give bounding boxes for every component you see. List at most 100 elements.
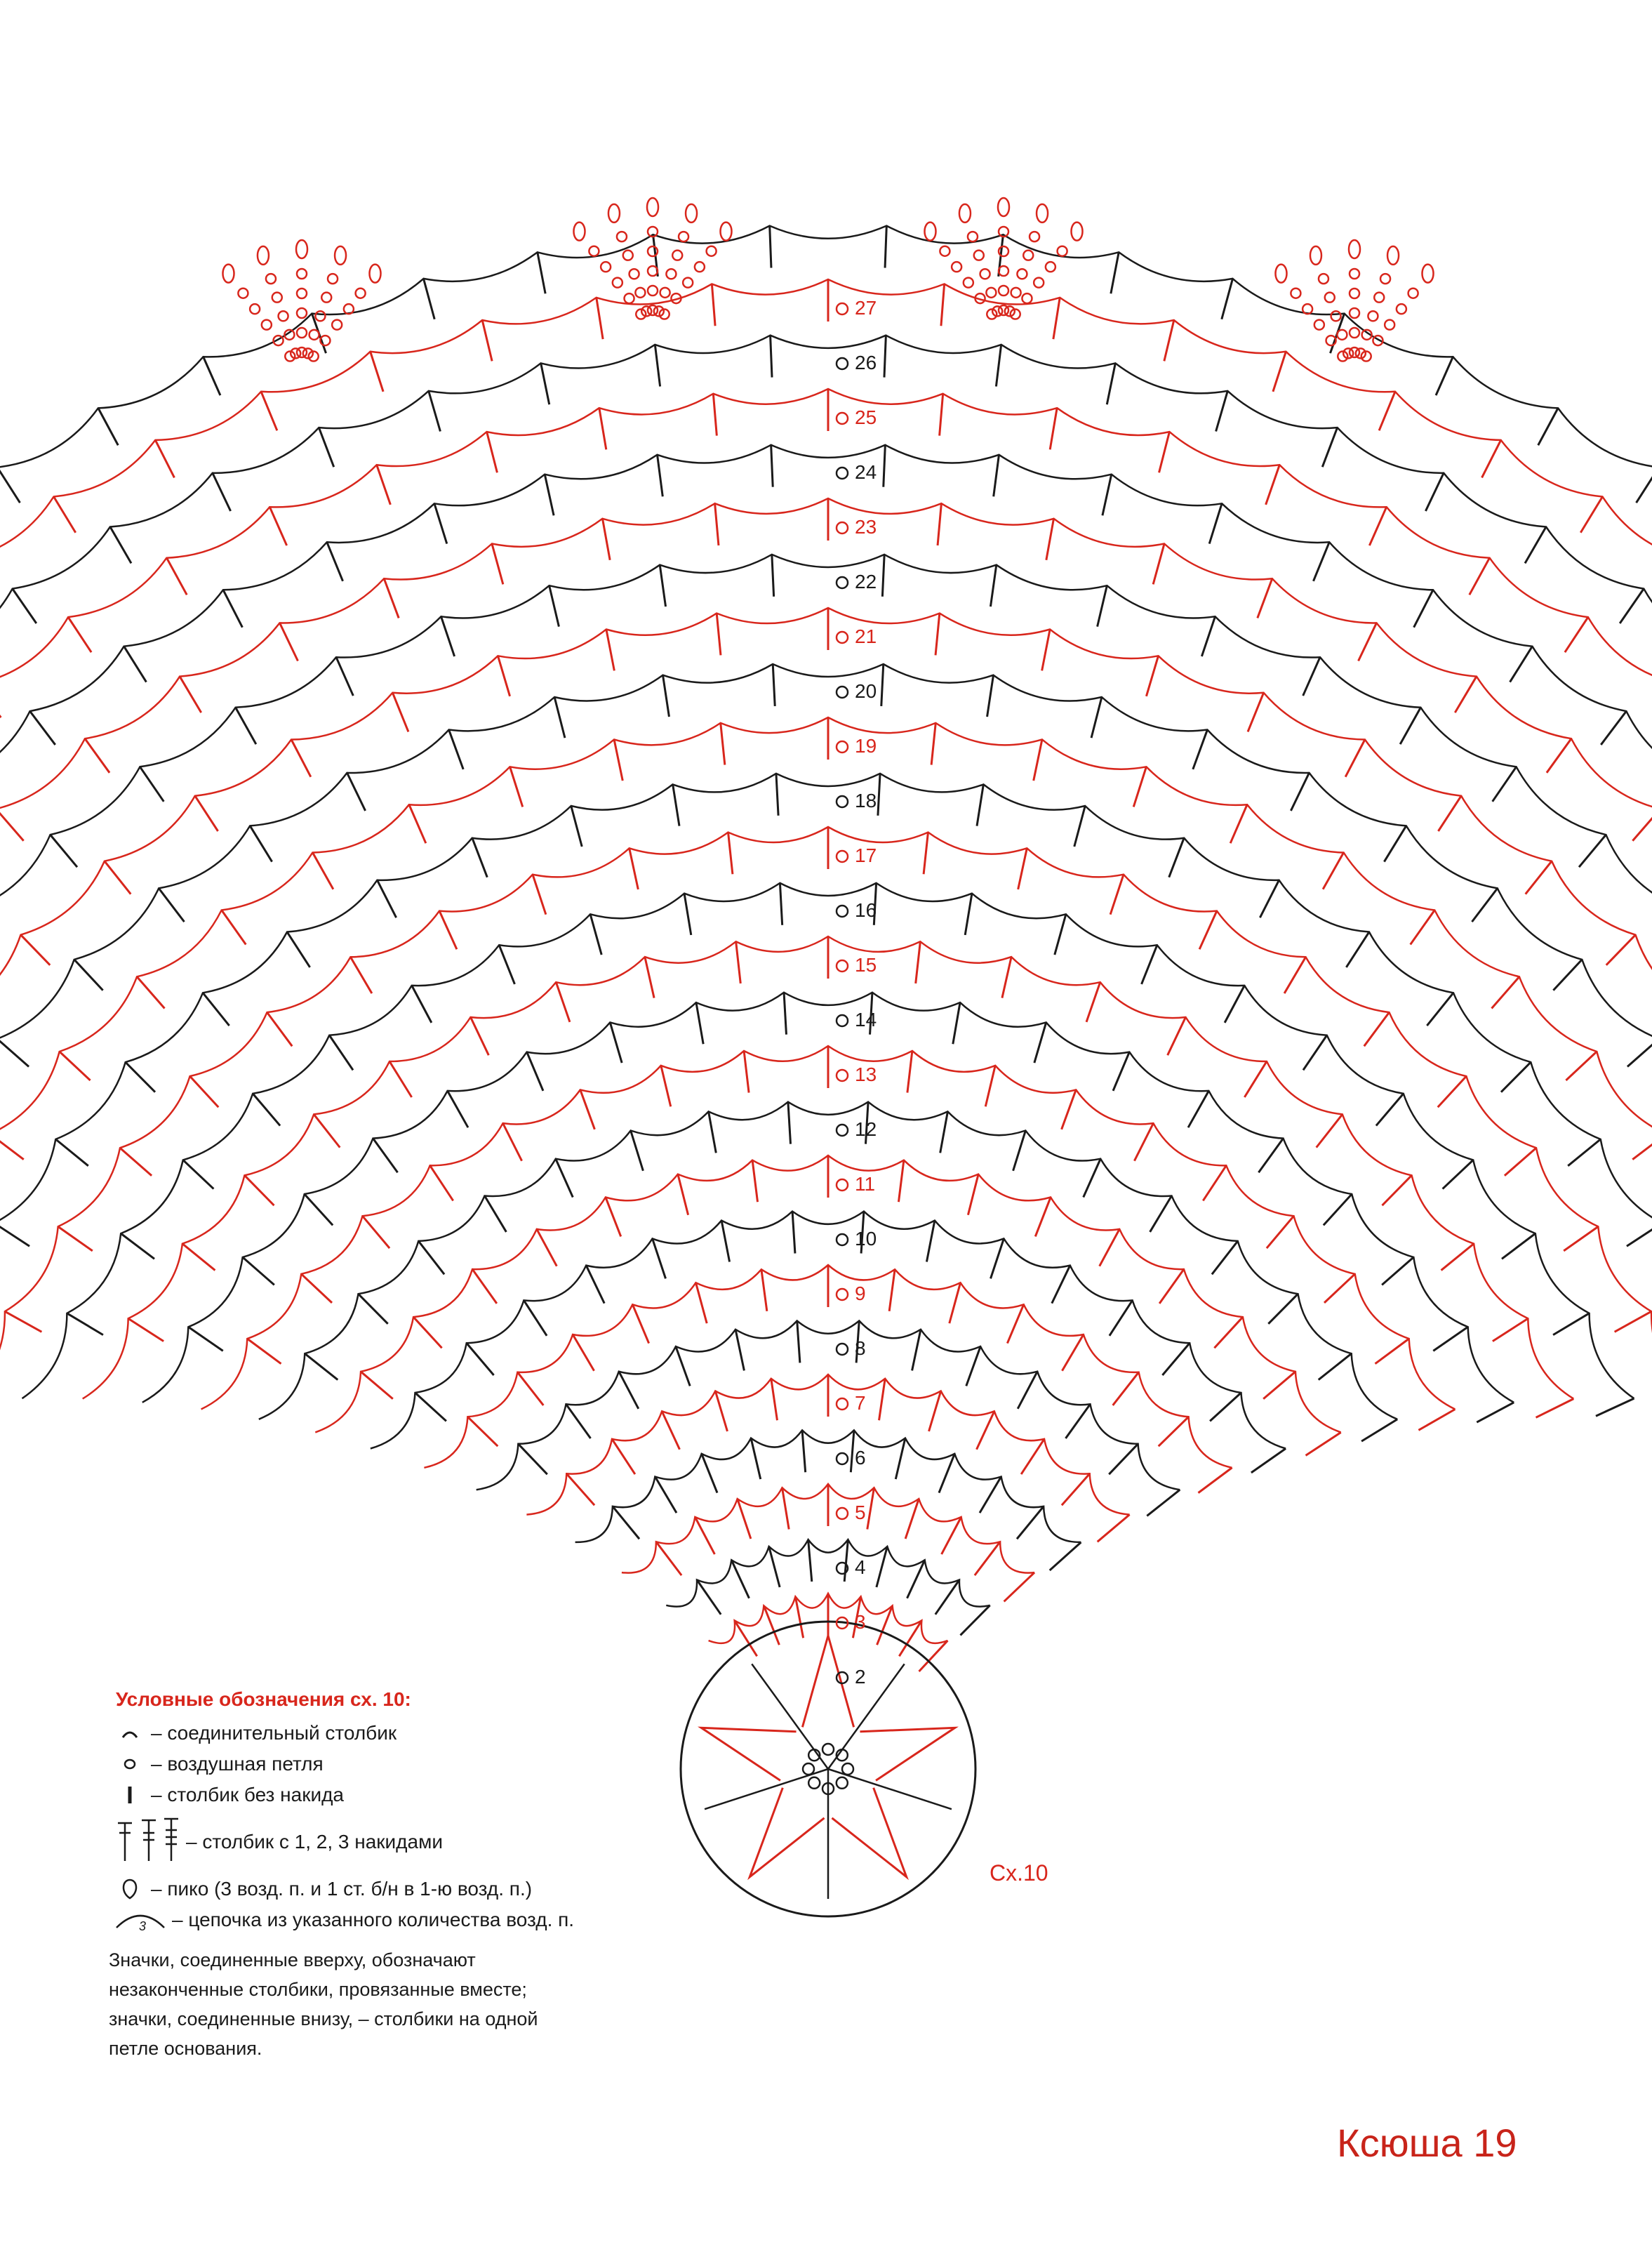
picot-icon: [295, 239, 309, 260]
stitch-post: [1048, 1541, 1082, 1572]
stitch-post: [375, 464, 392, 505]
stitch-post: [781, 1488, 790, 1530]
chain-stitch-icon: [646, 304, 659, 317]
picot-icon: [719, 221, 733, 241]
stitch-post: [585, 1264, 606, 1304]
stitch-post: [884, 225, 888, 268]
stitch-post: [579, 1089, 596, 1130]
row-number: 6: [855, 1447, 866, 1469]
petal-black: [751, 1663, 830, 1770]
stitch-post: [1033, 1022, 1048, 1064]
stitch-post: [1197, 1466, 1233, 1494]
stitch-post: [1501, 1232, 1536, 1260]
stitch-post: [471, 837, 488, 878]
chain-stitch-icon: [1330, 310, 1342, 322]
stitch-post: [1006, 1304, 1025, 1344]
legend-item-text: – столбик с 1, 2, 3 накидами: [186, 1831, 443, 1853]
stitch-row-arc: [0, 553, 1652, 896]
row-number: 12: [855, 1118, 877, 1140]
chain-stitch-icon: [835, 795, 849, 809]
stitch-post: [1503, 1147, 1538, 1177]
chain-stitch-icon: [295, 346, 308, 359]
stitch-post: [433, 503, 448, 545]
stitch-post: [860, 1211, 865, 1254]
legend-item: 3 – цепочка из указанного количества воз…: [109, 1904, 614, 1935]
stitch-post: [644, 956, 655, 998]
stitch-post: [1220, 278, 1234, 320]
stitch-post: [984, 1065, 997, 1107]
stitch-row-arc: [621, 1482, 1035, 1574]
chain-stitch-icon: [1383, 319, 1396, 331]
stitch-post: [628, 847, 639, 890]
stitch-post: [266, 1012, 293, 1047]
chain-stitch-icon: [295, 326, 308, 339]
stitch-post: [653, 344, 662, 387]
stitch-post: [978, 1476, 1002, 1513]
picot-icon: [684, 203, 698, 224]
stitch-post: [695, 1282, 708, 1324]
stitch-post: [1322, 1193, 1353, 1226]
chain-stitch-icon: [1056, 245, 1068, 257]
chain-stitch-icon: [1022, 249, 1034, 261]
legend-item-text: – пико (3 возд. п. и 1 ст. б/н в 1-ю воз…: [151, 1878, 533, 1900]
stitch-post: [414, 1391, 447, 1422]
stitch-post: [1383, 825, 1408, 863]
stitch-post: [658, 564, 667, 607]
stitch-post: [1315, 1113, 1343, 1148]
chain-stitch-icon: [646, 225, 659, 238]
stitch-post: [446, 1090, 469, 1128]
stitch-post: [918, 1640, 949, 1673]
stitch-post: [1626, 1228, 1652, 1247]
stitch-post: [751, 1160, 759, 1202]
picot-icon: [1070, 221, 1084, 241]
stitch-post: [598, 407, 608, 450]
stitch-post: [872, 882, 878, 925]
stitch-post: [411, 985, 433, 1023]
stitch-post: [843, 1539, 849, 1582]
row-number: 14: [855, 1009, 877, 1031]
chain-stitch-icon: [1407, 287, 1419, 299]
stitch-post: [904, 1498, 920, 1539]
chain-stitch-icon: [835, 1342, 849, 1356]
stitch-post: [57, 1226, 93, 1252]
chain-stitch-icon: [622, 249, 634, 261]
stitch-post: [1375, 1092, 1404, 1127]
chain-stitch-icon: [966, 230, 979, 243]
stitch-post: [989, 564, 998, 607]
stitch-post: [570, 805, 583, 847]
chain-stitch-icon: [1354, 347, 1367, 359]
stitch-post: [0, 1225, 30, 1247]
chain-stitch-icon: [314, 310, 326, 322]
row-number: 21: [855, 625, 877, 647]
stitch-post: [1578, 834, 1607, 868]
stitch-post: [1108, 1443, 1139, 1476]
stitch-post: [158, 887, 185, 923]
stitch-post: [536, 252, 547, 294]
chain-stitch-icon: [1336, 329, 1348, 341]
stitch-post: [801, 1430, 807, 1473]
stitch-post: [1061, 1334, 1085, 1372]
chain-stitch-icon: [705, 245, 717, 257]
stitch-post: [1101, 474, 1113, 516]
stitch-post: [881, 554, 886, 597]
stitch-post: [601, 518, 611, 561]
chain-stitch-icon: [284, 350, 296, 362]
picot-icon: [222, 263, 235, 284]
stitch-post: [730, 1559, 750, 1599]
stitch-post: [807, 1539, 813, 1582]
stitch-post: [211, 472, 232, 512]
stitch-post: [408, 804, 427, 844]
stitch-post: [1251, 1447, 1286, 1474]
stitch-post: [922, 832, 929, 875]
chain-stitch-icon: [835, 1748, 849, 1762]
row-number: 4: [855, 1556, 866, 1578]
picot-icon: [333, 245, 347, 266]
stitch-post: [695, 1579, 722, 1615]
stitch-post: [1323, 1273, 1356, 1304]
stitch-post: [1073, 805, 1086, 847]
stitch-post: [1441, 1159, 1474, 1190]
stitch-post: [1535, 1398, 1574, 1419]
stitch-post: [768, 225, 773, 268]
stitch-row-arc: [0, 278, 1652, 548]
stitch-post: [1258, 1137, 1284, 1174]
